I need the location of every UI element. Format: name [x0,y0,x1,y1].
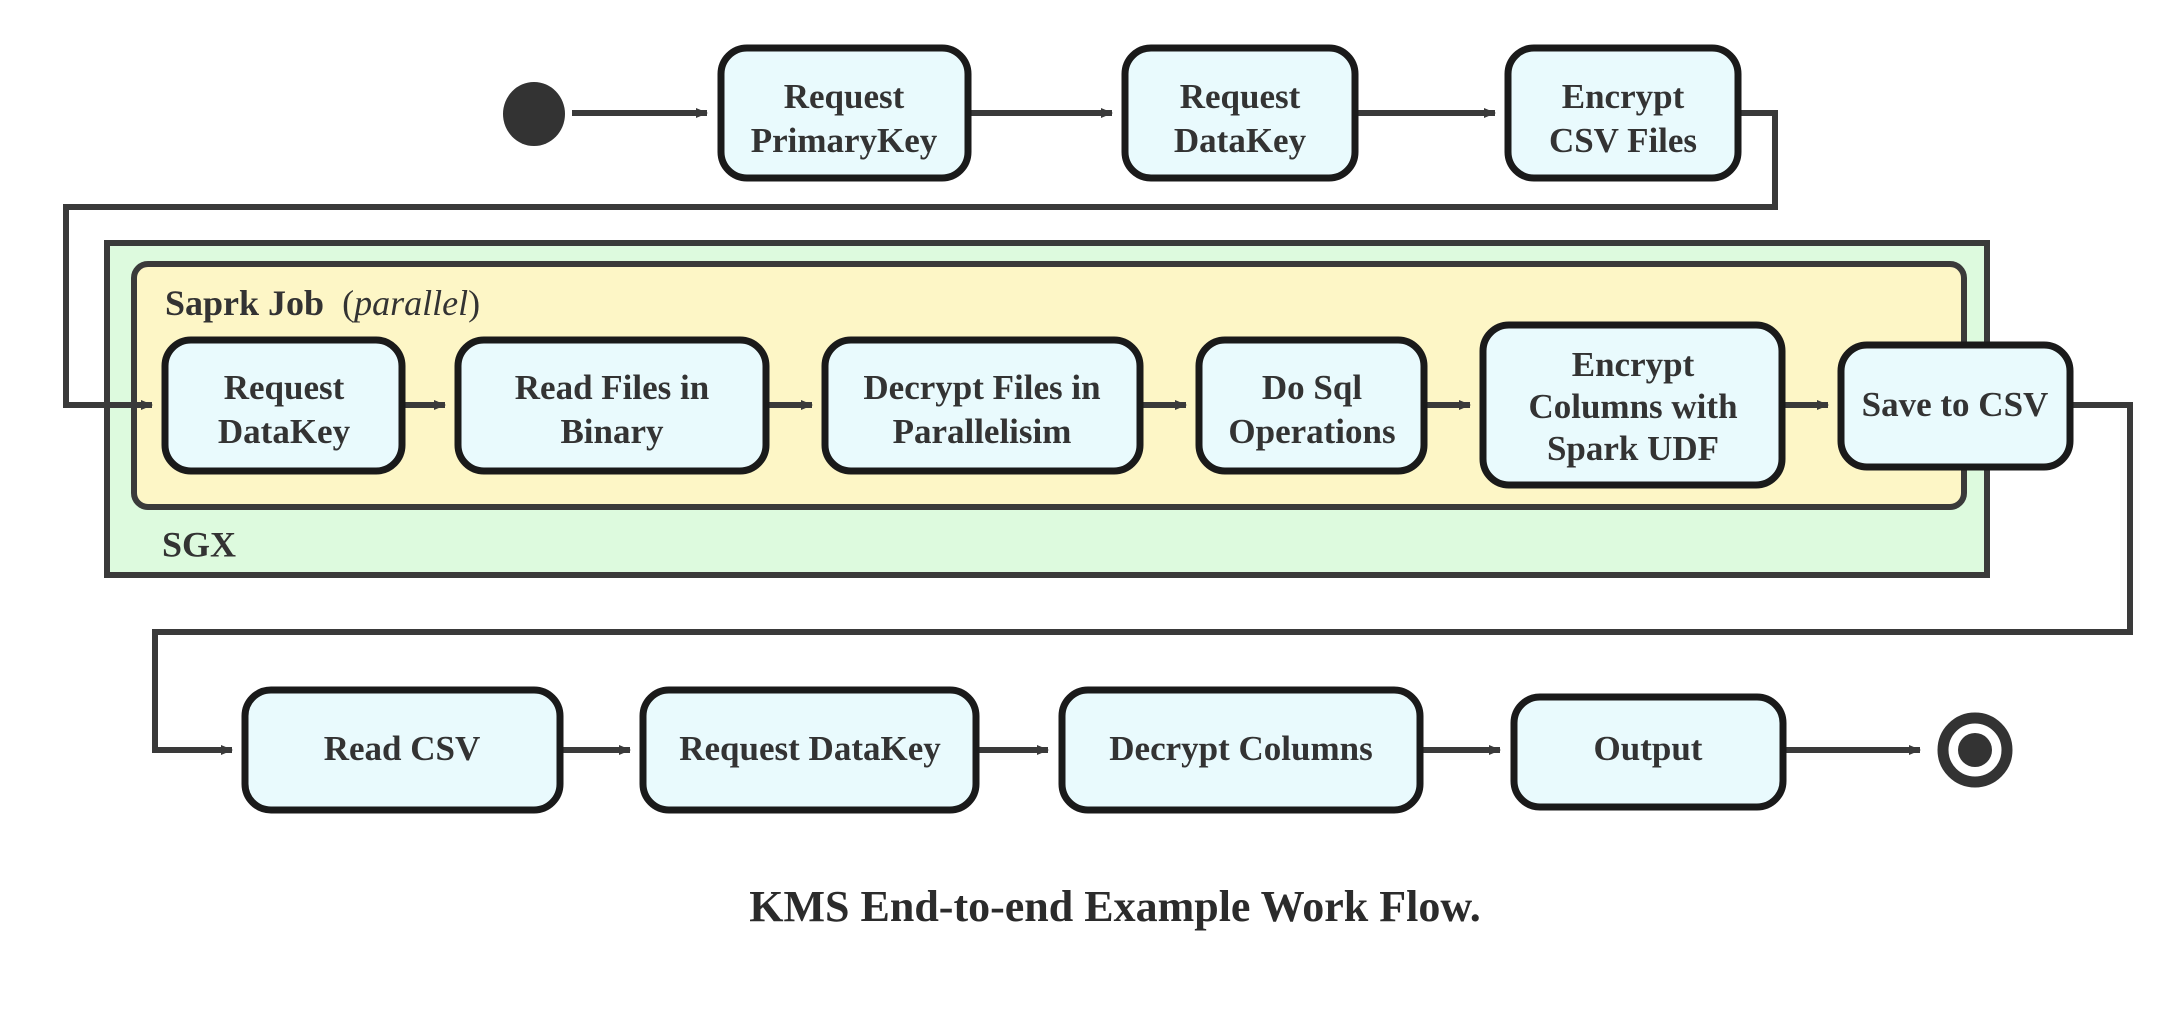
read-files-in-binary-rect[interactable] [454,336,770,475]
read-files-in-binary-label-line2: Binary [560,412,664,451]
encrypt-columns-with-spark-udf-label-line3: Spark UDF [1547,429,1719,468]
end-node-dot [1958,733,1992,767]
output-label: Output [1594,729,1703,768]
output-rect[interactable] [1510,693,1787,811]
encrypt-csv-files-label-line1: Encrypt [1562,77,1685,116]
read-files-in-binary-label-line1: Read Files in [515,368,709,407]
node-output[interactable]: Output [1510,693,1787,811]
request-primarykey-label-line2: PrimaryKey [751,121,938,160]
request-datakey-bottom-label: Request DataKey [679,729,941,768]
node-read-csv[interactable]: Read CSV [241,686,564,814]
decrypt-files-in-parallelisim-label-line1: Decrypt Files in [863,368,1100,407]
decrypt-columns-rect[interactable] [1058,686,1424,814]
spark-container-label: Saprk Job (parallel) [165,283,480,323]
spark-label-italic: parallel [351,283,468,323]
decrypt-files-in-parallelisim-rect[interactable] [821,336,1144,475]
request-datakey-spark-label-line2: DataKey [218,412,351,451]
edge-encrypt-csv-to-spark-request-datakey [63,110,1778,410]
request-datakey-top-label-line1: Request [1180,77,1301,116]
node-encrypt-columns-with-spark-udf[interactable]: Encrypt Columns with Spark UDF [1479,321,1786,489]
start-node-circle [503,82,565,146]
request-datakey-spark-label-line1: Request [224,368,345,407]
spark-label-paren-open: ( [342,283,354,323]
start-node [503,82,565,146]
decrypt-columns-label: Decrypt Columns [1109,729,1372,768]
encrypt-columns-with-spark-udf-label-line1: Encrypt [1572,345,1695,384]
node-read-files-in-binary[interactable]: Read Files in Binary [454,336,770,475]
spark-label-paren-close: ) [468,283,480,323]
node-request-datakey-spark[interactable]: Request DataKey [161,336,406,475]
request-primarykey-label-line1: Request [784,77,905,116]
node-request-primarykey[interactable]: Request PrimaryKey [717,44,972,182]
request-datakey-bottom-rect[interactable] [639,686,980,814]
node-request-datakey-top[interactable]: Request DataKey [1121,44,1359,182]
node-encrypt-csv-files[interactable]: Encrypt CSV Files [1504,44,1742,182]
encrypt-csv-files-label-line2: CSV Files [1549,121,1697,160]
node-save-to-csv[interactable]: Save to CSV [1837,341,2074,471]
save-to-csv-rect[interactable] [1837,341,2074,471]
sgx-container-label: SGX [162,524,236,564]
save-to-csv-label: Save to CSV [1862,385,2049,424]
read-csv-label: Read CSV [324,729,481,768]
request-datakey-spark-rect[interactable] [161,336,406,475]
encrypt-columns-with-spark-udf-label-line2: Columns with [1528,387,1737,426]
node-decrypt-files-in-parallelisim[interactable]: Decrypt Files in Parallelisim [821,336,1144,475]
diagram-caption: KMS End-to-end Example Work Flow. [749,882,1480,931]
request-datakey-top-rect[interactable] [1121,44,1359,182]
node-do-sql-operations[interactable]: Do Sql Operations [1195,336,1428,475]
decrypt-files-in-parallelisim-label-line2: Parallelisim [893,412,1072,451]
do-sql-operations-label-line1: Do Sql [1262,368,1362,407]
do-sql-operations-rect[interactable] [1195,336,1428,475]
node-decrypt-columns[interactable]: Decrypt Columns [1058,686,1424,814]
end-node [1937,712,2013,788]
edge-save-to-csv-to-read-csv [152,402,2133,755]
end-node-ring [1937,712,2013,788]
encrypt-csv-files-rect[interactable] [1504,44,1742,182]
spark-label-space [324,283,342,323]
spark-label-bold: Saprk Job [165,283,324,323]
read-csv-rect[interactable] [241,686,564,814]
request-primarykey-rect[interactable] [717,44,972,182]
node-request-datakey-bottom[interactable]: Request DataKey [639,686,980,814]
do-sql-operations-label-line2: Operations [1228,412,1395,451]
encrypt-columns-with-spark-udf-rect[interactable] [1479,321,1786,489]
request-datakey-top-label-line2: DataKey [1174,121,1307,160]
